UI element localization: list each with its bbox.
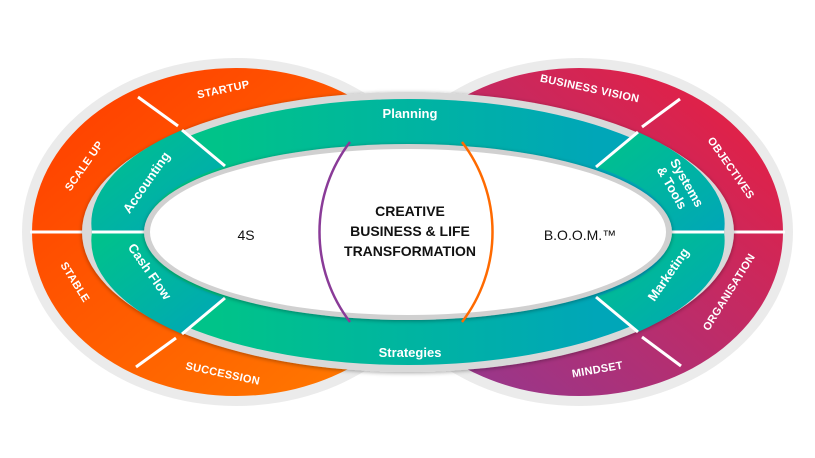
title-line-1: CREATIVE bbox=[375, 203, 445, 219]
accounting-segment bbox=[91, 130, 225, 232]
left-label-4s: 4S bbox=[237, 227, 254, 243]
marketing-segment bbox=[596, 232, 725, 332]
purple-lens-arc bbox=[318, 141, 351, 323]
cash-flow-segment bbox=[91, 232, 225, 334]
orange-lens-arc bbox=[461, 141, 494, 323]
planning-label: Planning bbox=[383, 106, 438, 121]
strategies-label: Strategies bbox=[379, 345, 442, 360]
green-dividers bbox=[92, 128, 724, 336]
title-line-3: TRANSFORMATION bbox=[344, 243, 476, 259]
right-label-boom: B.O.O.M.™ bbox=[544, 227, 616, 243]
title-line-2: BUSINESS & LIFE bbox=[350, 223, 470, 239]
inner-ellipse bbox=[150, 149, 666, 315]
systems-tools-segment bbox=[596, 132, 725, 232]
